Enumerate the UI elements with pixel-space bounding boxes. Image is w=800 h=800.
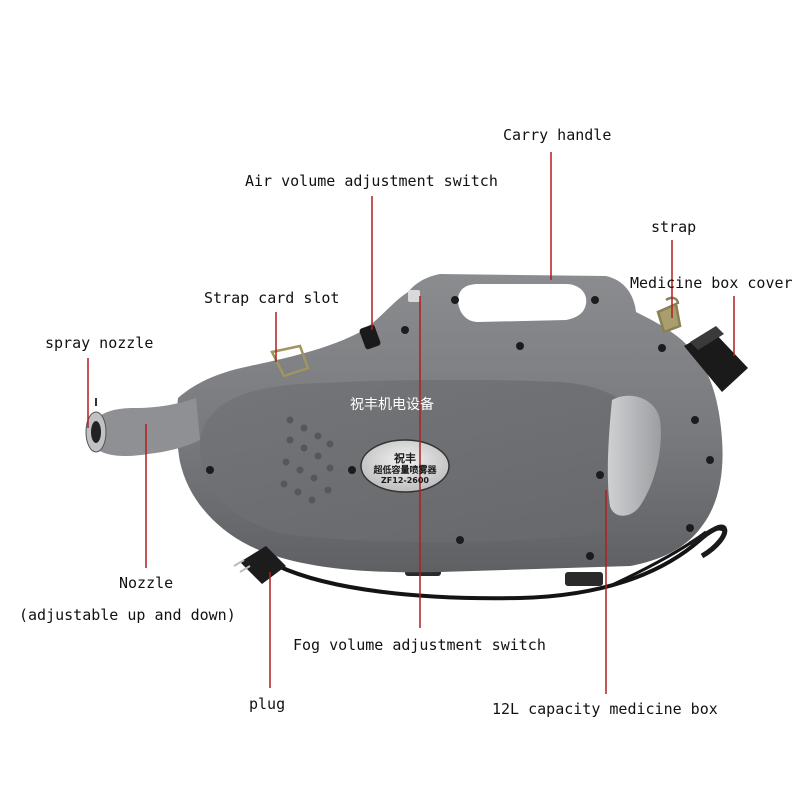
fog-switch	[408, 290, 420, 302]
strap-card-slot-clip	[270, 344, 310, 378]
label-fog-volume-switch: Fog volume adjustment switch	[293, 636, 546, 654]
label-air-volume-switch: Air volume adjustment switch	[245, 172, 498, 190]
screws	[206, 296, 714, 560]
label-nozzle-note: (adjustable up and down)	[19, 606, 236, 624]
foot-right	[565, 572, 603, 586]
air-volume-knob	[359, 324, 381, 350]
label-spray-nozzle: spray nozzle	[45, 334, 154, 352]
label-strap-card-slot: Strap card slot	[204, 289, 340, 307]
plate-model: ZF12-2600	[381, 476, 429, 485]
plate-brand: 祝丰	[394, 452, 416, 465]
label-nozzle: Nozzle	[119, 574, 174, 592]
strap-clip	[656, 296, 682, 334]
grip-strip	[607, 395, 661, 516]
handle-hole	[458, 284, 587, 322]
strap	[688, 524, 728, 559]
label-plug: plug	[249, 695, 286, 713]
brand-watermark: 祝丰机电设备	[350, 397, 434, 413]
label-strap: strap	[651, 218, 697, 236]
medicine-box-cover-cap	[684, 326, 748, 392]
power-plug	[233, 546, 286, 584]
name-plate	[360, 439, 450, 493]
vent-holes	[280, 416, 334, 504]
label-medicine-box: 12L capacity medicine box	[492, 700, 718, 718]
plate-name: 超低容量喷雾器	[373, 466, 437, 476]
label-carry-handle: Carry handle	[503, 126, 612, 144]
label-medicine-box-cover: Medicine box cover	[630, 274, 793, 292]
leader-lines	[87, 152, 735, 694]
